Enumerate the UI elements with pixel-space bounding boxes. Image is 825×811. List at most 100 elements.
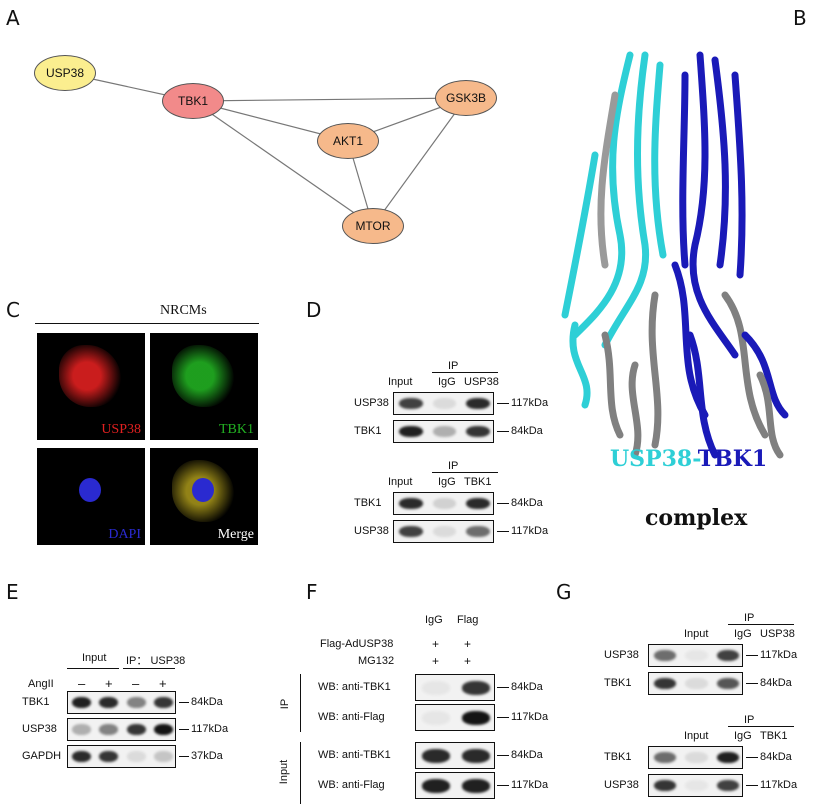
condition-sign: + [432,654,440,668]
blot-band [685,649,708,662]
ip-label: IP [448,360,459,372]
blot-tbk1 [67,691,176,714]
section-label-input: Input [278,759,291,785]
network-node-gsk3b: GSK3B [435,80,497,116]
kda-marker: 84kDa [760,677,792,689]
blot-row [415,674,495,701]
ip-divider [432,472,498,473]
row-label-usp38: USP38 [604,649,639,661]
marker-line [746,655,758,656]
section-bracket [300,674,301,732]
row-label-tbk1: TBK1 [604,677,632,689]
group-header-input: Input [82,652,107,664]
blot-row [415,772,495,799]
blot-band [72,696,92,709]
network-node-usp38: USP38 [34,55,96,91]
marker-line [497,717,509,718]
ip-divider [728,726,794,727]
blot-band [717,751,740,764]
nrcms-divider [35,323,259,324]
marker-line [179,702,189,703]
column-header-usp38: USP38 [760,628,795,640]
marker-line [497,687,509,688]
group-header-ip: IP： USP38 [126,655,186,667]
blot-band [466,397,490,410]
ip-divider [432,372,498,373]
blot-band [153,750,173,763]
blot-band [99,723,119,736]
blot-band [462,778,490,793]
blot-band [72,723,92,736]
marker-line [746,683,758,684]
row-label: WB: anti-Flag [318,711,385,723]
row-label-tbk1: TBK1 [22,696,50,708]
panel-label-c: C [6,298,20,322]
micrograph-label: TBK1 [219,422,254,437]
blot-band [462,710,490,725]
treatment-label: AngII [28,678,54,690]
blot-band [99,696,119,709]
blot-gapdh [67,745,176,768]
section-bracket [300,742,301,804]
column-header-tbk1: TBK1 [760,730,788,742]
blot-band [466,425,490,438]
blot-usp38 [648,644,743,667]
column-header-input: Input [684,628,709,640]
row-label-usp38: USP38 [22,723,57,735]
micrograph-merge: Merge [150,448,258,545]
blot-usp38 [67,718,176,741]
structure-title: USP38-TBK1 [610,446,767,472]
ip-label: IP [744,714,755,726]
blot-band [72,750,92,763]
panel-label-a: A [6,6,20,30]
micrograph-usp38: USP38 [37,333,145,440]
row-label-tbk1: TBK1 [604,751,632,763]
condition-sign: + [432,637,440,651]
blot-band [685,751,708,764]
row-label: WB: anti-Flag [318,779,385,791]
kda-marker: 117kDa [760,779,798,791]
panel-label-f: F [306,580,318,604]
network-node-akt1: AKT1 [317,123,379,159]
row-label-usp38: USP38 [354,397,389,409]
kda-marker: 84kDa [511,497,543,509]
row-label-tbk1: TBK1 [354,425,382,437]
treatment-sign: + [159,676,167,691]
cell-signal [172,345,234,407]
blot-band [432,525,457,538]
marker-line [497,403,509,404]
row-label: WB: anti-TBK1 [318,681,391,693]
network-node-tbk1: TBK1 [162,83,224,119]
network-edge [372,97,467,227]
blot-band [466,525,490,538]
group-divider [67,668,119,669]
column-header-flag: Flag [457,614,479,626]
blot-usp38 [393,392,494,415]
condition-label: MG132 [358,655,395,667]
column-header-igg: IgG [438,476,456,488]
condition-label: Flag-AdUSP38 [320,638,394,650]
blot-band [462,680,490,695]
blot-band [685,779,708,792]
structure-title-usp38: USP38 [610,446,693,472]
column-header-igg: IgG [425,614,443,626]
kda-marker: 37kDa [191,750,223,762]
kda-marker: 84kDa [191,696,223,708]
blot-band [432,397,457,410]
structure-title-dash: - [692,446,698,472]
treatment-sign: + [105,676,113,691]
column-header-input: Input [684,730,709,742]
group-divider [123,668,175,669]
kda-marker: 117kDa [760,649,798,661]
nucleus [79,478,101,502]
blot-band [422,778,450,793]
marker-line [179,756,189,757]
blot-band [399,525,423,538]
column-header-igg: IgG [734,628,752,640]
blot-band [422,710,450,725]
marker-line [497,755,509,756]
blot-band [422,748,450,763]
row-label-usp38: USP38 [354,525,389,537]
panel-label-d: D [306,298,322,322]
